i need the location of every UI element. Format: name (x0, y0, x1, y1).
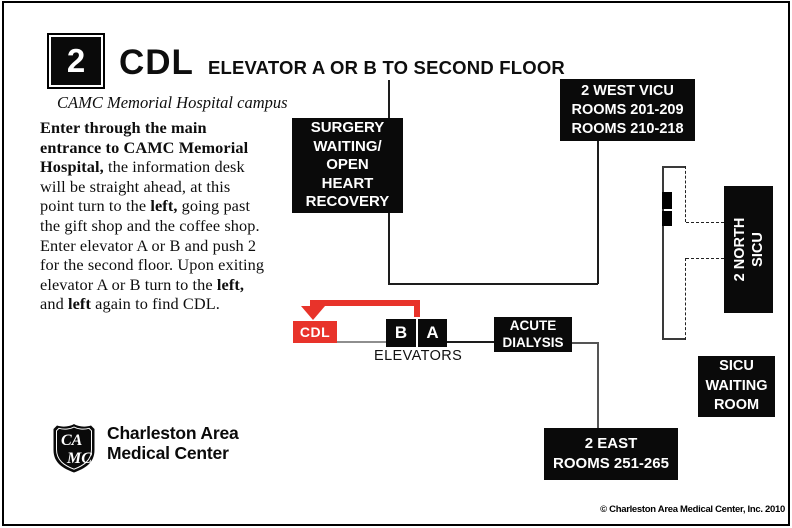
elevators-label: ELEVATORS (374, 348, 463, 364)
line-elevator-a-to-dialysis (447, 341, 494, 343)
route-arrow-horizontal (310, 300, 420, 306)
elevator-b-box: B (386, 319, 416, 347)
elevator-a-box: A (418, 319, 447, 347)
page-title: CDL (119, 43, 194, 82)
step-number-badge: 2 (47, 33, 105, 89)
corridor-left-wall (662, 166, 664, 340)
logo-wordmark-line2: Medical Center (107, 442, 229, 463)
logo-wordmark: Charleston Area Medical Center (107, 423, 239, 463)
corridor-dashed-wall-upper (685, 166, 686, 222)
page-subtitle: ELEVATOR A OR B TO SECOND FLOOR (207, 57, 565, 78)
corridor-door-marker-1 (662, 192, 672, 209)
line-west-vicu-down (597, 141, 599, 284)
camc-shield-logo-icon: CA MC (53, 424, 95, 473)
copyright-text: © Charleston Area Medical Center, Inc. 2… (600, 504, 785, 515)
corridor-door-marker-2 (662, 211, 672, 226)
line-down-to-east (597, 342, 599, 428)
cdl-destination-box: CDL (293, 321, 337, 343)
corridor-dashed-passage-top (686, 222, 724, 223)
line-cdl-to-elevator-b (337, 341, 386, 343)
campus-label: CAMC Memorial Hospital campus (57, 93, 288, 112)
step-number: 2 (51, 37, 101, 85)
line-corridor-bottom (388, 283, 598, 285)
corridor-dashed-passage-bottom (686, 258, 724, 259)
line-dialysis-right (572, 342, 598, 344)
line-title-to-surgery (388, 80, 390, 118)
route-arrow-head-icon (301, 306, 325, 320)
page-title-row: CDL ELEVATOR A OR B TO SECOND FLOOR (119, 43, 565, 83)
logo-monogram-bottom: MC (66, 450, 92, 467)
logo-monogram-top: CA (61, 432, 83, 449)
line-surgery-down (388, 213, 390, 284)
logo-wordmark-line1: Charleston Area (107, 423, 239, 443)
corridor-dashed-wall-lower (685, 258, 686, 340)
corridor-bottom-wall (662, 338, 686, 340)
route-arrow-start (414, 300, 420, 317)
corridor-top-wall (662, 166, 686, 168)
